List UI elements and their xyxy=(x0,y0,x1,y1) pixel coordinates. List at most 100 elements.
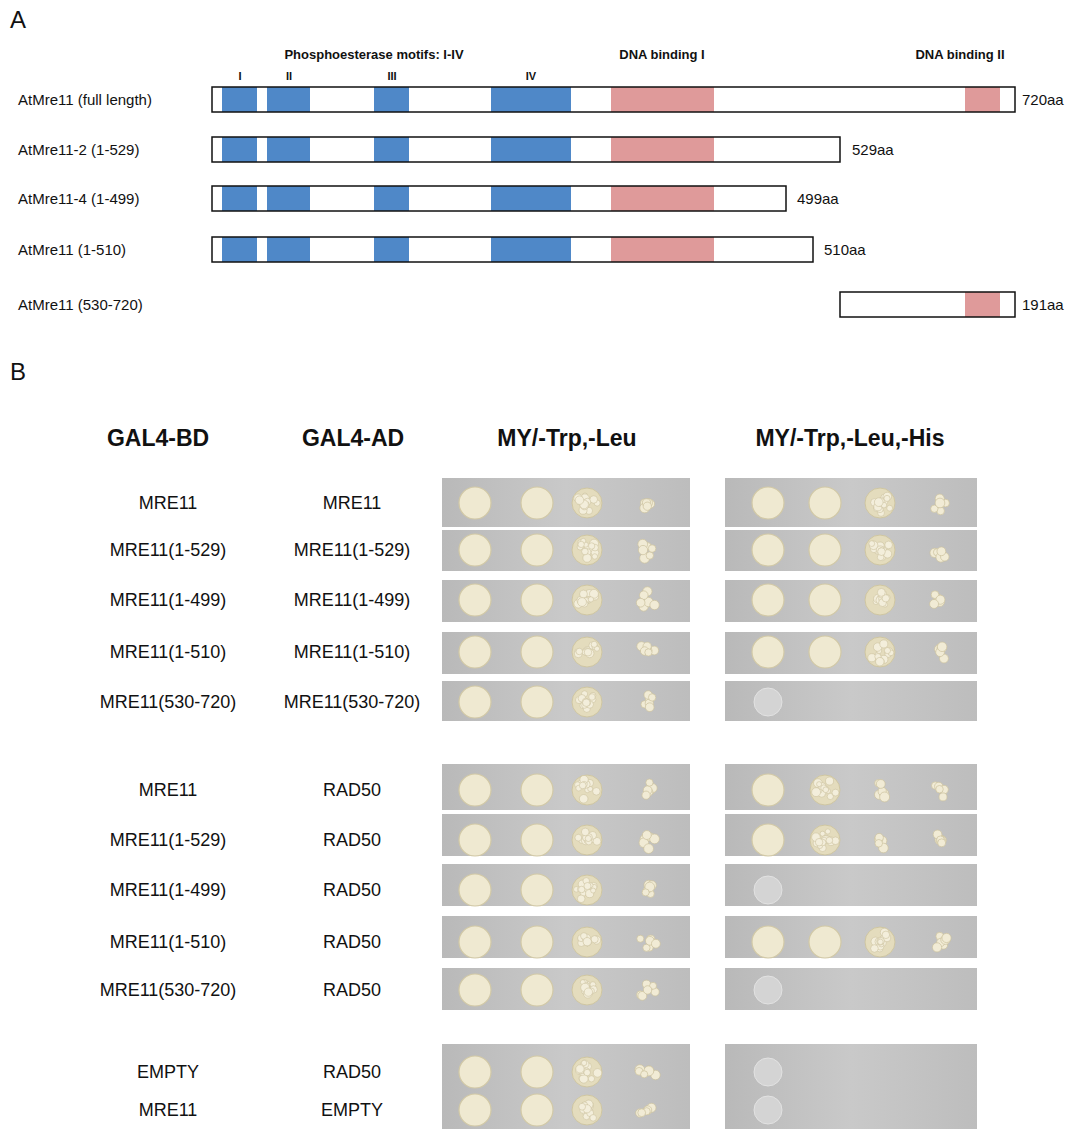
plate-strip xyxy=(725,580,977,622)
length-label: 720aa xyxy=(1022,91,1064,108)
row-label: RAD50 xyxy=(323,780,381,801)
plate-strip xyxy=(725,968,977,1010)
construct-name: AtMre11-4 (1-499) xyxy=(18,190,139,207)
yeast-colony xyxy=(812,788,821,797)
dna-binding-domain xyxy=(611,137,714,162)
yeast-colony xyxy=(643,502,651,510)
dna-binding-domain xyxy=(611,186,714,211)
yeast-colony xyxy=(643,986,651,994)
yeast-colony xyxy=(876,657,884,665)
yeast-spot xyxy=(521,686,553,718)
yeast-spot xyxy=(865,535,895,565)
yeast-spot xyxy=(521,1056,553,1088)
yeast-spot xyxy=(459,824,491,856)
faint-spot xyxy=(754,688,782,716)
yeast-colony xyxy=(580,590,588,598)
motif-number: III xyxy=(387,70,396,83)
column-header: MY/-Trp,-Leu,-His xyxy=(755,425,944,451)
phosphoesterase-motif xyxy=(267,87,310,112)
yeast-spot xyxy=(521,824,553,856)
yeast-colony xyxy=(637,935,644,942)
yeast-colony xyxy=(644,844,654,854)
bar-ground xyxy=(212,186,786,211)
row-label: MRE11 xyxy=(139,780,198,801)
yeast-spot xyxy=(459,1056,491,1088)
bar-ground xyxy=(212,87,1015,112)
dna-binding-domain xyxy=(611,87,714,112)
yeast-spot xyxy=(572,927,602,957)
yeast-colony xyxy=(638,1109,646,1117)
plate-strip xyxy=(725,681,977,721)
faint-spot xyxy=(754,1096,782,1124)
yeast-spot xyxy=(752,487,784,519)
plate-strip xyxy=(725,1044,977,1129)
yeast-colony xyxy=(817,782,822,787)
yeast-colony xyxy=(590,496,598,504)
yeast-spot xyxy=(809,636,841,668)
yeast-colony xyxy=(936,785,944,793)
yeast-spot xyxy=(752,926,784,958)
motif-number: IV xyxy=(526,70,536,83)
yeast-spot xyxy=(572,1095,602,1125)
dna-binding-domain xyxy=(965,87,1000,112)
row-label: MRE11(1-510) xyxy=(110,642,227,663)
yeast-colony xyxy=(584,1069,591,1076)
phosphoesterase-motif xyxy=(374,87,409,112)
yeast-spot xyxy=(521,974,553,1006)
plate-strip xyxy=(442,764,690,810)
yeast-colony xyxy=(932,943,941,952)
row-label: MRE11(1-529) xyxy=(294,540,411,561)
yeast-colony xyxy=(832,789,839,796)
yeast-spot xyxy=(572,585,602,615)
plate-strip xyxy=(725,814,977,856)
yeast-spot xyxy=(752,636,784,668)
row-label: MRE11(1-529) xyxy=(110,540,227,561)
yeast-colony xyxy=(636,598,645,607)
yeast-spot xyxy=(521,534,553,566)
yeast-colony xyxy=(878,939,884,945)
length-label: 529aa xyxy=(852,141,894,158)
yeast-colony xyxy=(646,779,653,786)
yeast-colony xyxy=(576,1065,584,1073)
yeast-colony xyxy=(871,945,879,953)
yeast-colony xyxy=(583,699,591,707)
bar-ground xyxy=(212,237,813,262)
yeast-colony xyxy=(577,895,585,903)
plate-strip xyxy=(442,864,690,906)
yeast-colony xyxy=(874,498,883,507)
plate-strip xyxy=(725,764,977,810)
row-label: RAD50 xyxy=(323,830,381,851)
row-label: MRE11 xyxy=(139,1100,198,1121)
faint-spot xyxy=(754,876,782,904)
row-label: RAD50 xyxy=(323,880,381,901)
yeast-colony xyxy=(593,788,601,796)
yeast-colony xyxy=(826,837,833,844)
yeast-colony xyxy=(880,792,890,802)
length-label: 499aa xyxy=(797,190,839,207)
yeast-colony xyxy=(823,787,829,793)
row-label: EMPTY xyxy=(137,1062,199,1083)
yeast-colony xyxy=(878,548,886,556)
yeast-colony xyxy=(575,496,584,505)
phosphoesterase-motif xyxy=(222,237,257,262)
phosphoesterase-motif xyxy=(267,137,310,162)
plate-strip xyxy=(442,580,690,622)
yeast-colony xyxy=(585,835,591,841)
yeast-spot xyxy=(810,825,840,855)
yeast-colony xyxy=(878,938,885,945)
yeast-colony xyxy=(584,938,592,946)
yeast-colony xyxy=(937,642,947,652)
yeast-colony xyxy=(939,793,947,801)
row-label: MRE11(530-720) xyxy=(284,692,421,713)
yeast-colony xyxy=(820,831,825,836)
plate-strip xyxy=(442,478,690,527)
yeast-colony xyxy=(885,541,893,549)
column-header: GAL4-AD xyxy=(302,425,404,451)
yeast-colony xyxy=(645,703,654,712)
yeast-spot xyxy=(865,637,895,667)
construct-bar xyxy=(212,186,786,211)
yeast-colony xyxy=(584,938,592,946)
yeast-spot xyxy=(459,686,491,718)
phosphoesterase-motif xyxy=(491,137,571,162)
bar-outline xyxy=(212,137,840,162)
